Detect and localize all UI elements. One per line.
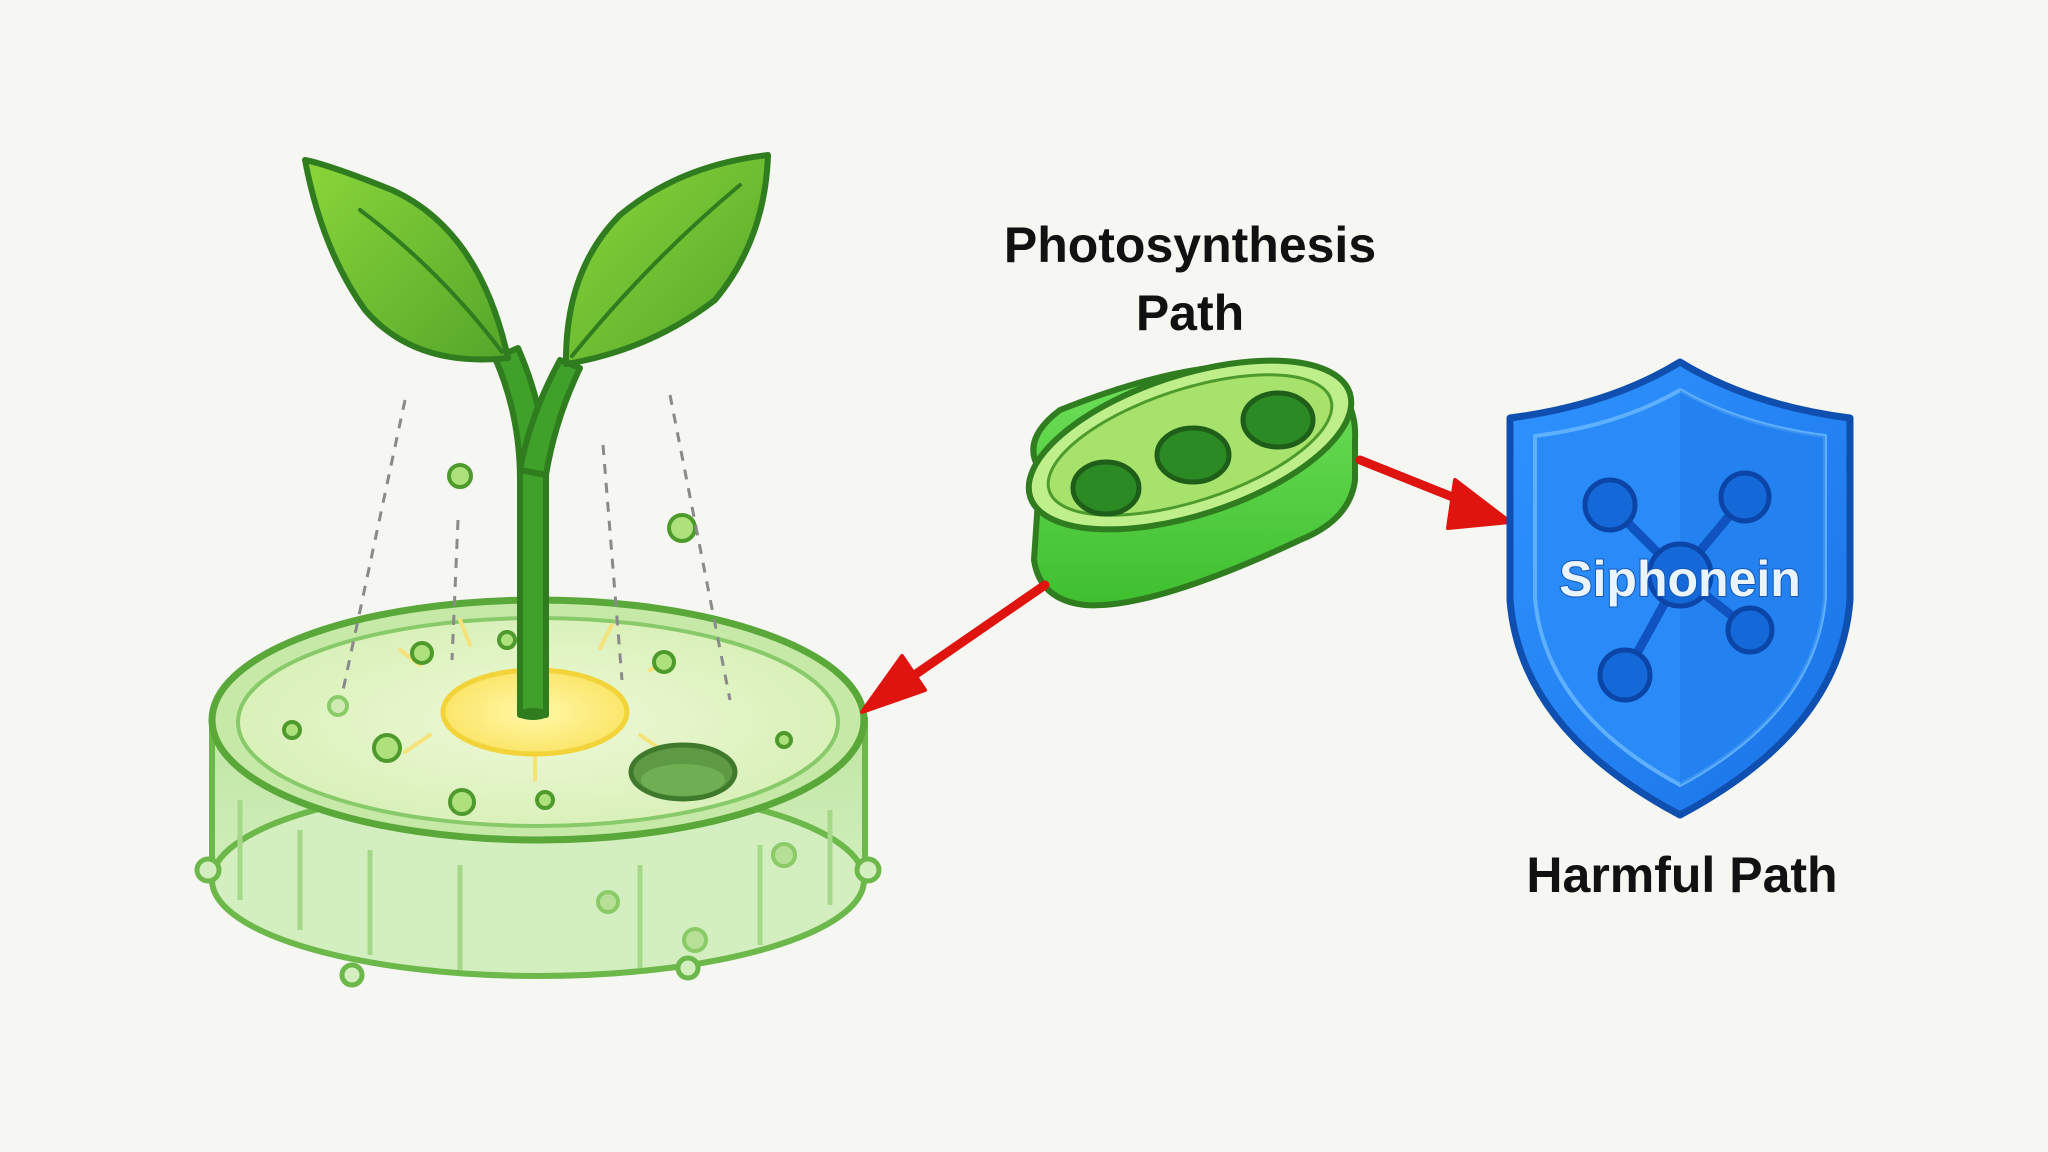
photosynthesis-label-line1: Photosynthesis [1004, 217, 1376, 273]
shield-label: Siphonein [1559, 551, 1801, 607]
harmful-path-label: Harmful Path [1526, 847, 1837, 903]
seedling-icon [302, 152, 771, 720]
petri-dish-icon [194, 394, 882, 988]
shield-icon [1506, 358, 1854, 819]
arrow-to-shield [1355, 455, 1512, 530]
chloroplast-icon [1025, 357, 1359, 609]
photosynthesis-label-line2: Path [1136, 285, 1244, 341]
arrow-to-dish [860, 580, 1050, 714]
